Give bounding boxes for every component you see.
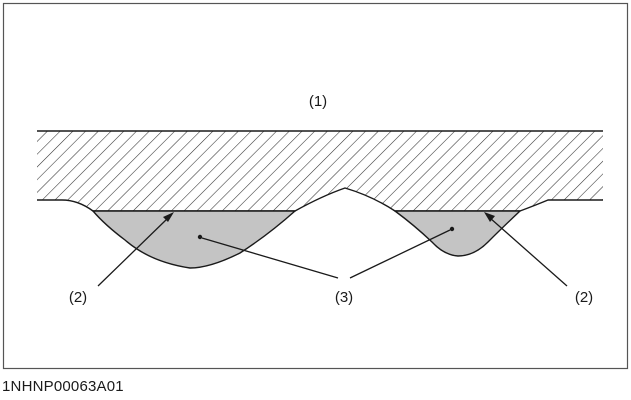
- arrowhead-2-left: [163, 212, 174, 222]
- label-part-1: (1): [309, 93, 327, 110]
- label-part-2-left: (2): [69, 289, 87, 306]
- leader-dot-3-right: [449, 226, 455, 232]
- figure-border: [2, 2, 629, 370]
- arrowhead-2-right: [484, 212, 495, 222]
- leader-line-3-right: [349, 229, 451, 279]
- lower-contour-line: [37, 187, 603, 212]
- right-shaded-region: [392, 210, 522, 257]
- label-part-3: (3): [335, 289, 353, 306]
- hatched-body: [37, 131, 603, 211]
- left-shaded-region: [91, 210, 297, 269]
- leader-dot-3-left: [197, 234, 203, 240]
- leader-line-2-right: [489, 217, 568, 287]
- leader-line-3-left: [201, 237, 339, 279]
- label-part-2-right: (2): [575, 289, 593, 306]
- leader-line-2-left: [97, 217, 169, 287]
- figure-code: 1NHNP00063A01: [2, 378, 124, 395]
